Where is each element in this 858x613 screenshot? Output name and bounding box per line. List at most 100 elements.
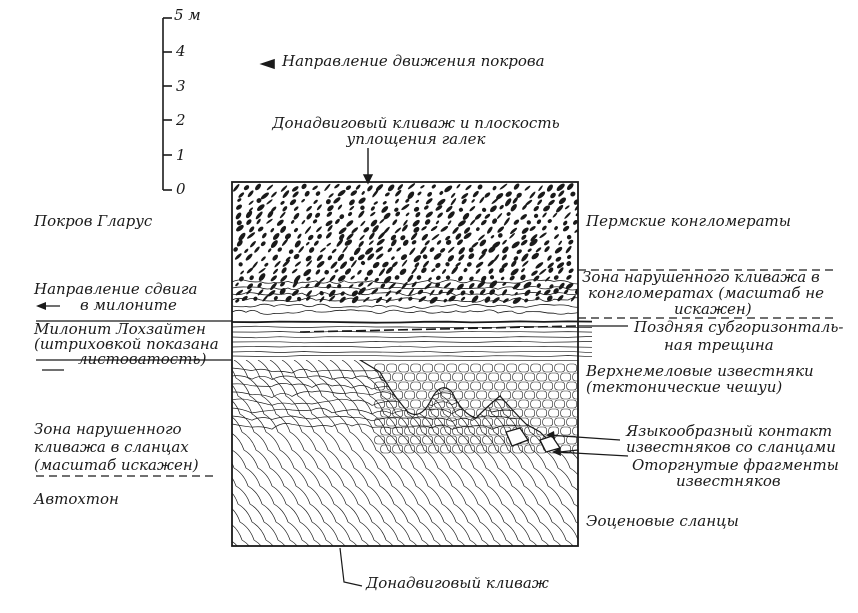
pebble — [499, 267, 505, 273]
pebble — [477, 184, 483, 190]
pebble — [429, 247, 435, 253]
limestone-cell — [554, 417, 566, 427]
pebble — [440, 226, 449, 232]
limestone-cell — [434, 363, 446, 373]
limestone-cell — [446, 435, 458, 445]
pebble — [435, 275, 441, 281]
conglo-cleavage-line — [232, 285, 578, 291]
limestone-cell — [446, 417, 458, 427]
pebble — [387, 247, 393, 253]
pebble — [545, 276, 551, 282]
pebble — [412, 219, 420, 227]
shear-label-line1: Направление сдвига — [34, 280, 198, 298]
pebble — [372, 262, 380, 269]
pebble — [316, 204, 322, 211]
pebble — [458, 207, 464, 212]
pebble — [395, 289, 402, 295]
limestone-cell — [380, 444, 392, 454]
pebble — [477, 234, 485, 241]
pebble — [445, 262, 450, 267]
pebble — [490, 205, 497, 213]
pebble — [256, 198, 262, 203]
pebble — [574, 228, 578, 233]
limestone-cell — [506, 363, 518, 373]
pebble — [236, 204, 242, 210]
pebble — [349, 256, 355, 262]
pebble — [427, 191, 433, 197]
pebble — [547, 255, 552, 261]
pebble — [325, 220, 333, 227]
pebble — [391, 261, 398, 268]
pebble — [267, 248, 272, 253]
pebble — [397, 184, 404, 191]
pebble — [330, 261, 338, 269]
pebble — [280, 225, 287, 233]
slate-cleavage-line — [232, 462, 298, 546]
limestone-cell — [500, 390, 512, 400]
pebble — [413, 226, 420, 233]
pebble — [304, 226, 312, 235]
limestone-cell — [392, 390, 404, 400]
pebble — [479, 289, 486, 295]
pebble — [487, 259, 495, 267]
pebble — [516, 192, 522, 198]
limestone-cell — [422, 363, 434, 373]
limestone-cell — [410, 417, 422, 427]
pebble — [568, 239, 574, 245]
limestone-cell — [374, 399, 386, 409]
limestone-cell — [470, 417, 482, 427]
conglo-cleavage-line — [232, 291, 578, 297]
pebble — [248, 200, 254, 205]
pebble — [294, 227, 299, 233]
pebble — [396, 247, 402, 252]
pebble — [544, 240, 550, 246]
pebble — [423, 205, 429, 210]
motion-direction-arrow — [259, 58, 275, 70]
limestone-cell — [566, 417, 578, 427]
pebble — [556, 204, 564, 213]
pebble — [488, 268, 494, 274]
pebble — [521, 227, 529, 234]
pebble — [542, 225, 547, 231]
mylonite-foliation-line — [231, 340, 593, 344]
pebble — [523, 281, 532, 289]
limestone-cell — [446, 399, 458, 409]
limestone-cell — [494, 399, 506, 409]
pebble — [413, 255, 422, 263]
pebble — [531, 252, 539, 260]
pebble — [326, 283, 332, 289]
pebble — [565, 245, 572, 254]
limestone-cell — [464, 426, 476, 436]
mylonite-label-line2: (штриховкой показана — [34, 335, 219, 353]
pebble — [479, 239, 487, 247]
pebble — [291, 268, 298, 274]
pebble — [238, 232, 246, 241]
limestone-cell — [422, 381, 434, 391]
limestone-cell — [404, 426, 416, 436]
limestone-cell — [506, 399, 518, 409]
pebble — [496, 213, 503, 219]
limestone-cell — [452, 444, 464, 454]
pebble — [455, 262, 461, 267]
pebble — [319, 277, 326, 283]
pebble — [538, 185, 543, 192]
pebble — [421, 233, 429, 241]
scale-unit-label: 5 м — [174, 6, 201, 24]
slate-cleavage-line — [232, 477, 286, 546]
limestone-cell — [530, 363, 542, 373]
pebble — [555, 256, 562, 262]
pebble — [440, 248, 446, 253]
pebble — [502, 246, 509, 254]
pebble — [513, 256, 519, 261]
mylonite-foliation-line — [231, 354, 593, 358]
pebble — [306, 241, 310, 246]
slate-cleavage-line — [232, 508, 262, 546]
pebble — [365, 247, 374, 255]
limestone-cell — [488, 408, 500, 418]
pebble — [410, 232, 418, 240]
pebble — [566, 234, 572, 240]
pebble — [401, 281, 408, 290]
limestone-cell — [392, 426, 404, 436]
pebble — [239, 276, 244, 282]
